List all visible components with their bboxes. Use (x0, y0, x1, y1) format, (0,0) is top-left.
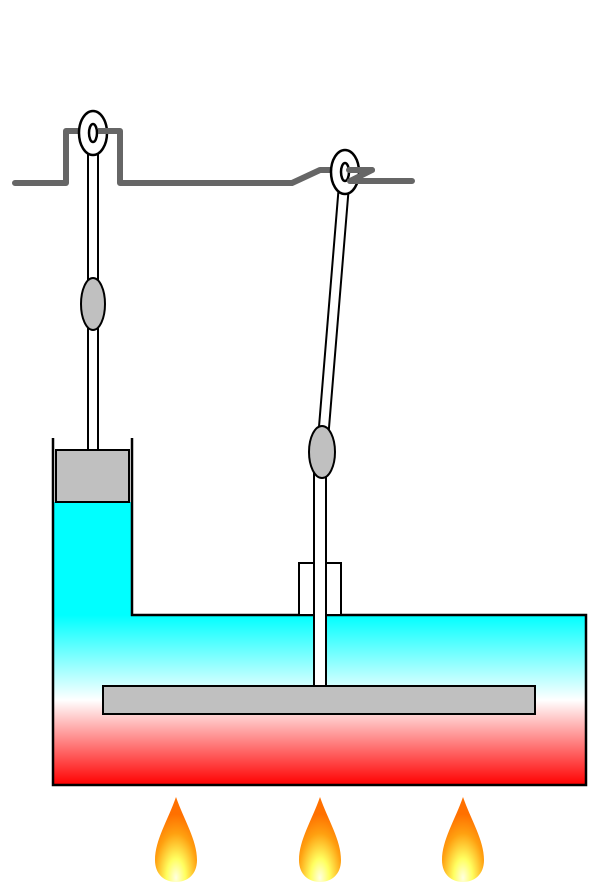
displacer-rod-joint (308, 425, 336, 479)
flame-icon (299, 797, 341, 882)
power-crank-pin (77, 109, 120, 157)
power-cylinder-gas (53, 502, 132, 622)
displacer-crank-pin (329, 148, 375, 196)
flame-icon (442, 797, 484, 882)
displacer-connecting-rod (315, 170, 352, 454)
displacer-plate (102, 685, 536, 715)
displacer-rod (313, 469, 327, 687)
flame-icon (155, 797, 197, 882)
power-rod-joint (80, 277, 106, 331)
power-piston (55, 449, 130, 503)
engine-housing (51, 438, 588, 787)
